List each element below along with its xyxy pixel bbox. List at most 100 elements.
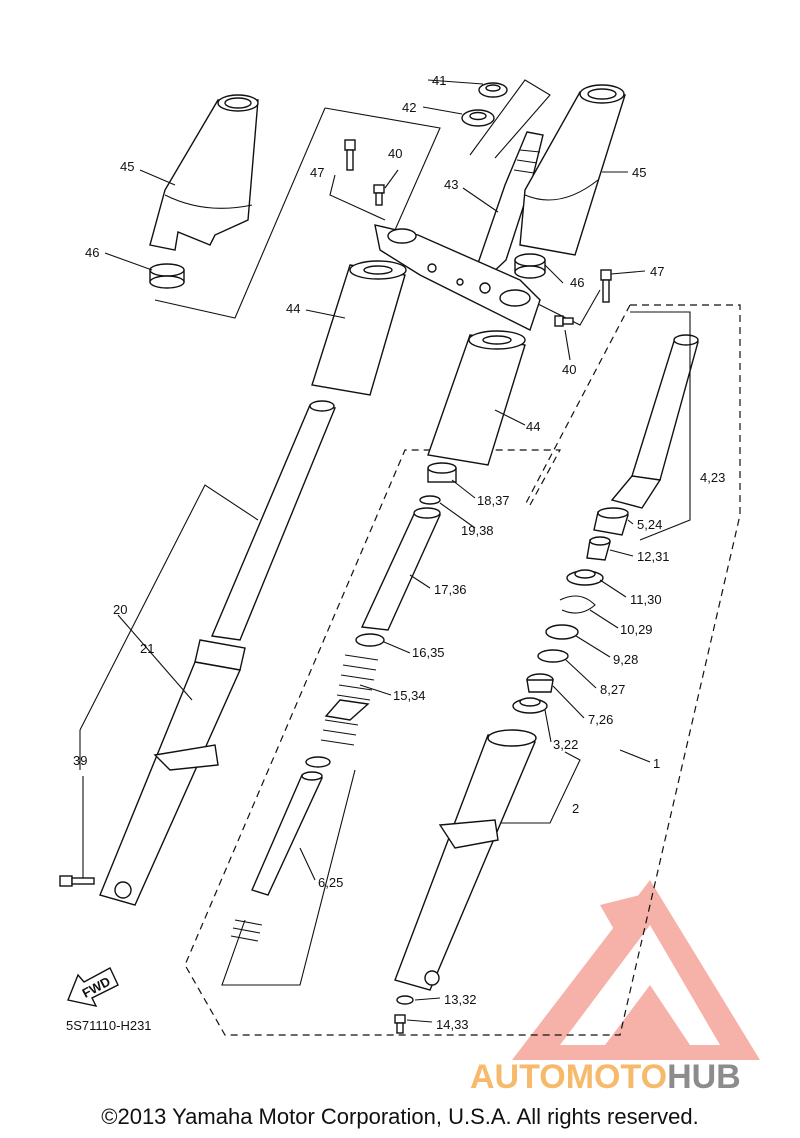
label-39: 39	[73, 753, 87, 768]
label-2: 2	[572, 801, 579, 816]
steering-stem	[474, 131, 544, 276]
label-41: 41	[432, 73, 446, 88]
leader-16-35	[383, 641, 411, 654]
fork-spring	[320, 654, 379, 746]
leader-41-42	[469, 79, 551, 159]
label-45-left: 45	[120, 159, 134, 174]
leader-6-25-label	[299, 847, 316, 881]
leader-19-38	[439, 502, 476, 529]
leader-46-left	[154, 107, 326, 319]
leader-3-22	[544, 709, 552, 743]
leader-5-24	[627, 519, 634, 525]
leader-2	[500, 751, 581, 824]
inner-tube	[610, 334, 699, 509]
label-19-38: 19,38	[461, 523, 494, 538]
collar-right	[514, 253, 546, 279]
label-43: 43	[444, 177, 458, 192]
leader-10-29	[589, 609, 619, 629]
label-11-30: 11,30	[630, 592, 662, 607]
watermark-suffix: HUB	[667, 1058, 741, 1096]
gasket-13	[396, 995, 414, 1005]
label-44-left: 44	[286, 301, 300, 316]
label-20: 20	[113, 602, 127, 617]
cap-bolt	[427, 462, 457, 483]
collar-left	[149, 263, 185, 289]
label-12-31: 12,31	[637, 549, 670, 564]
stem-nut	[478, 82, 508, 98]
leader-46-right	[544, 264, 564, 284]
leader-17-36	[409, 574, 431, 589]
leader-11-30	[599, 579, 627, 598]
bolt-40-left	[373, 184, 385, 206]
dust-seal	[566, 569, 604, 586]
oil-seal	[545, 624, 579, 640]
leader-42	[422, 106, 463, 115]
leader-41	[427, 79, 484, 85]
fwd-label: FWD	[80, 974, 113, 1001]
label-3-22: 3,22	[553, 737, 578, 752]
label-13-32: 13,32	[444, 992, 477, 1007]
label-45-right: 45	[632, 165, 646, 180]
leader-47-right	[529, 289, 601, 326]
fork-cover-left	[149, 94, 259, 251]
leader-4-23	[630, 311, 691, 541]
leader-47-right-line	[610, 270, 646, 275]
label-47-right: 47	[650, 264, 664, 279]
label-10-29: 10,29	[620, 622, 653, 637]
label-6-25: 6,25	[318, 875, 343, 890]
label-42: 42	[402, 100, 416, 115]
label-5-24: 5,24	[637, 517, 662, 532]
piston-metal	[586, 536, 611, 561]
spring-seat	[355, 633, 385, 647]
under-cover-right	[427, 330, 526, 466]
leader-14-33	[406, 1019, 433, 1023]
leader-bracket-left	[324, 107, 441, 231]
leader-9-28	[575, 635, 611, 658]
bushing-7	[526, 673, 554, 693]
diagram-code: 5S71110-H231	[66, 1018, 152, 1033]
upper-bracket	[374, 224, 541, 331]
copyright-notice: ©2013 Yamaha Motor Corporation, U.S.A. A…	[101, 1104, 698, 1129]
label-40-right: 40	[562, 362, 576, 377]
label-8-27: 8,27	[600, 682, 625, 697]
leader-18-37	[451, 479, 476, 499]
leader-46-left-line	[104, 252, 153, 271]
outer-tube	[394, 729, 537, 991]
watermark-text: AUTOMOTOHUB	[470, 1058, 741, 1096]
leader-47-left	[329, 174, 386, 221]
fork-assembly-left	[99, 400, 336, 906]
label-14-33: 14,33	[436, 1017, 469, 1032]
label-16-35: 16,35	[412, 645, 445, 660]
fwd-arrow-icon: FWD	[67, 967, 119, 1007]
leader-43	[462, 187, 499, 213]
leader-21	[117, 614, 193, 701]
damper-rod	[251, 756, 331, 896]
leader-12-31	[609, 549, 634, 557]
label-4-23: 4,23	[700, 470, 725, 485]
label-17-36: 17,36	[434, 582, 467, 597]
label-21: 21	[140, 641, 154, 656]
stem-washer	[461, 109, 495, 127]
under-cover-left	[311, 260, 407, 396]
leader-40-left	[384, 169, 399, 189]
seal-3	[512, 697, 548, 714]
slide-bushing	[593, 507, 629, 536]
fork-assembly-outline	[184, 304, 741, 1036]
fork-assembly-outline-right	[524, 304, 631, 506]
leader-1	[619, 749, 651, 763]
label-15-34: 15,34	[393, 688, 426, 703]
leader-44-right	[494, 409, 526, 426]
spacer-pipe	[360, 507, 442, 631]
bolt-40-right	[554, 315, 574, 327]
clip	[559, 595, 596, 614]
label-44-right: 44	[526, 419, 540, 434]
rebound-spring	[230, 919, 263, 942]
leader-13-32	[414, 997, 441, 1001]
leader-20	[79, 484, 259, 731]
o-ring	[419, 495, 441, 505]
label-40-left: 40	[388, 146, 402, 161]
label-1: 1	[653, 756, 660, 771]
leader-40-right	[564, 329, 571, 361]
